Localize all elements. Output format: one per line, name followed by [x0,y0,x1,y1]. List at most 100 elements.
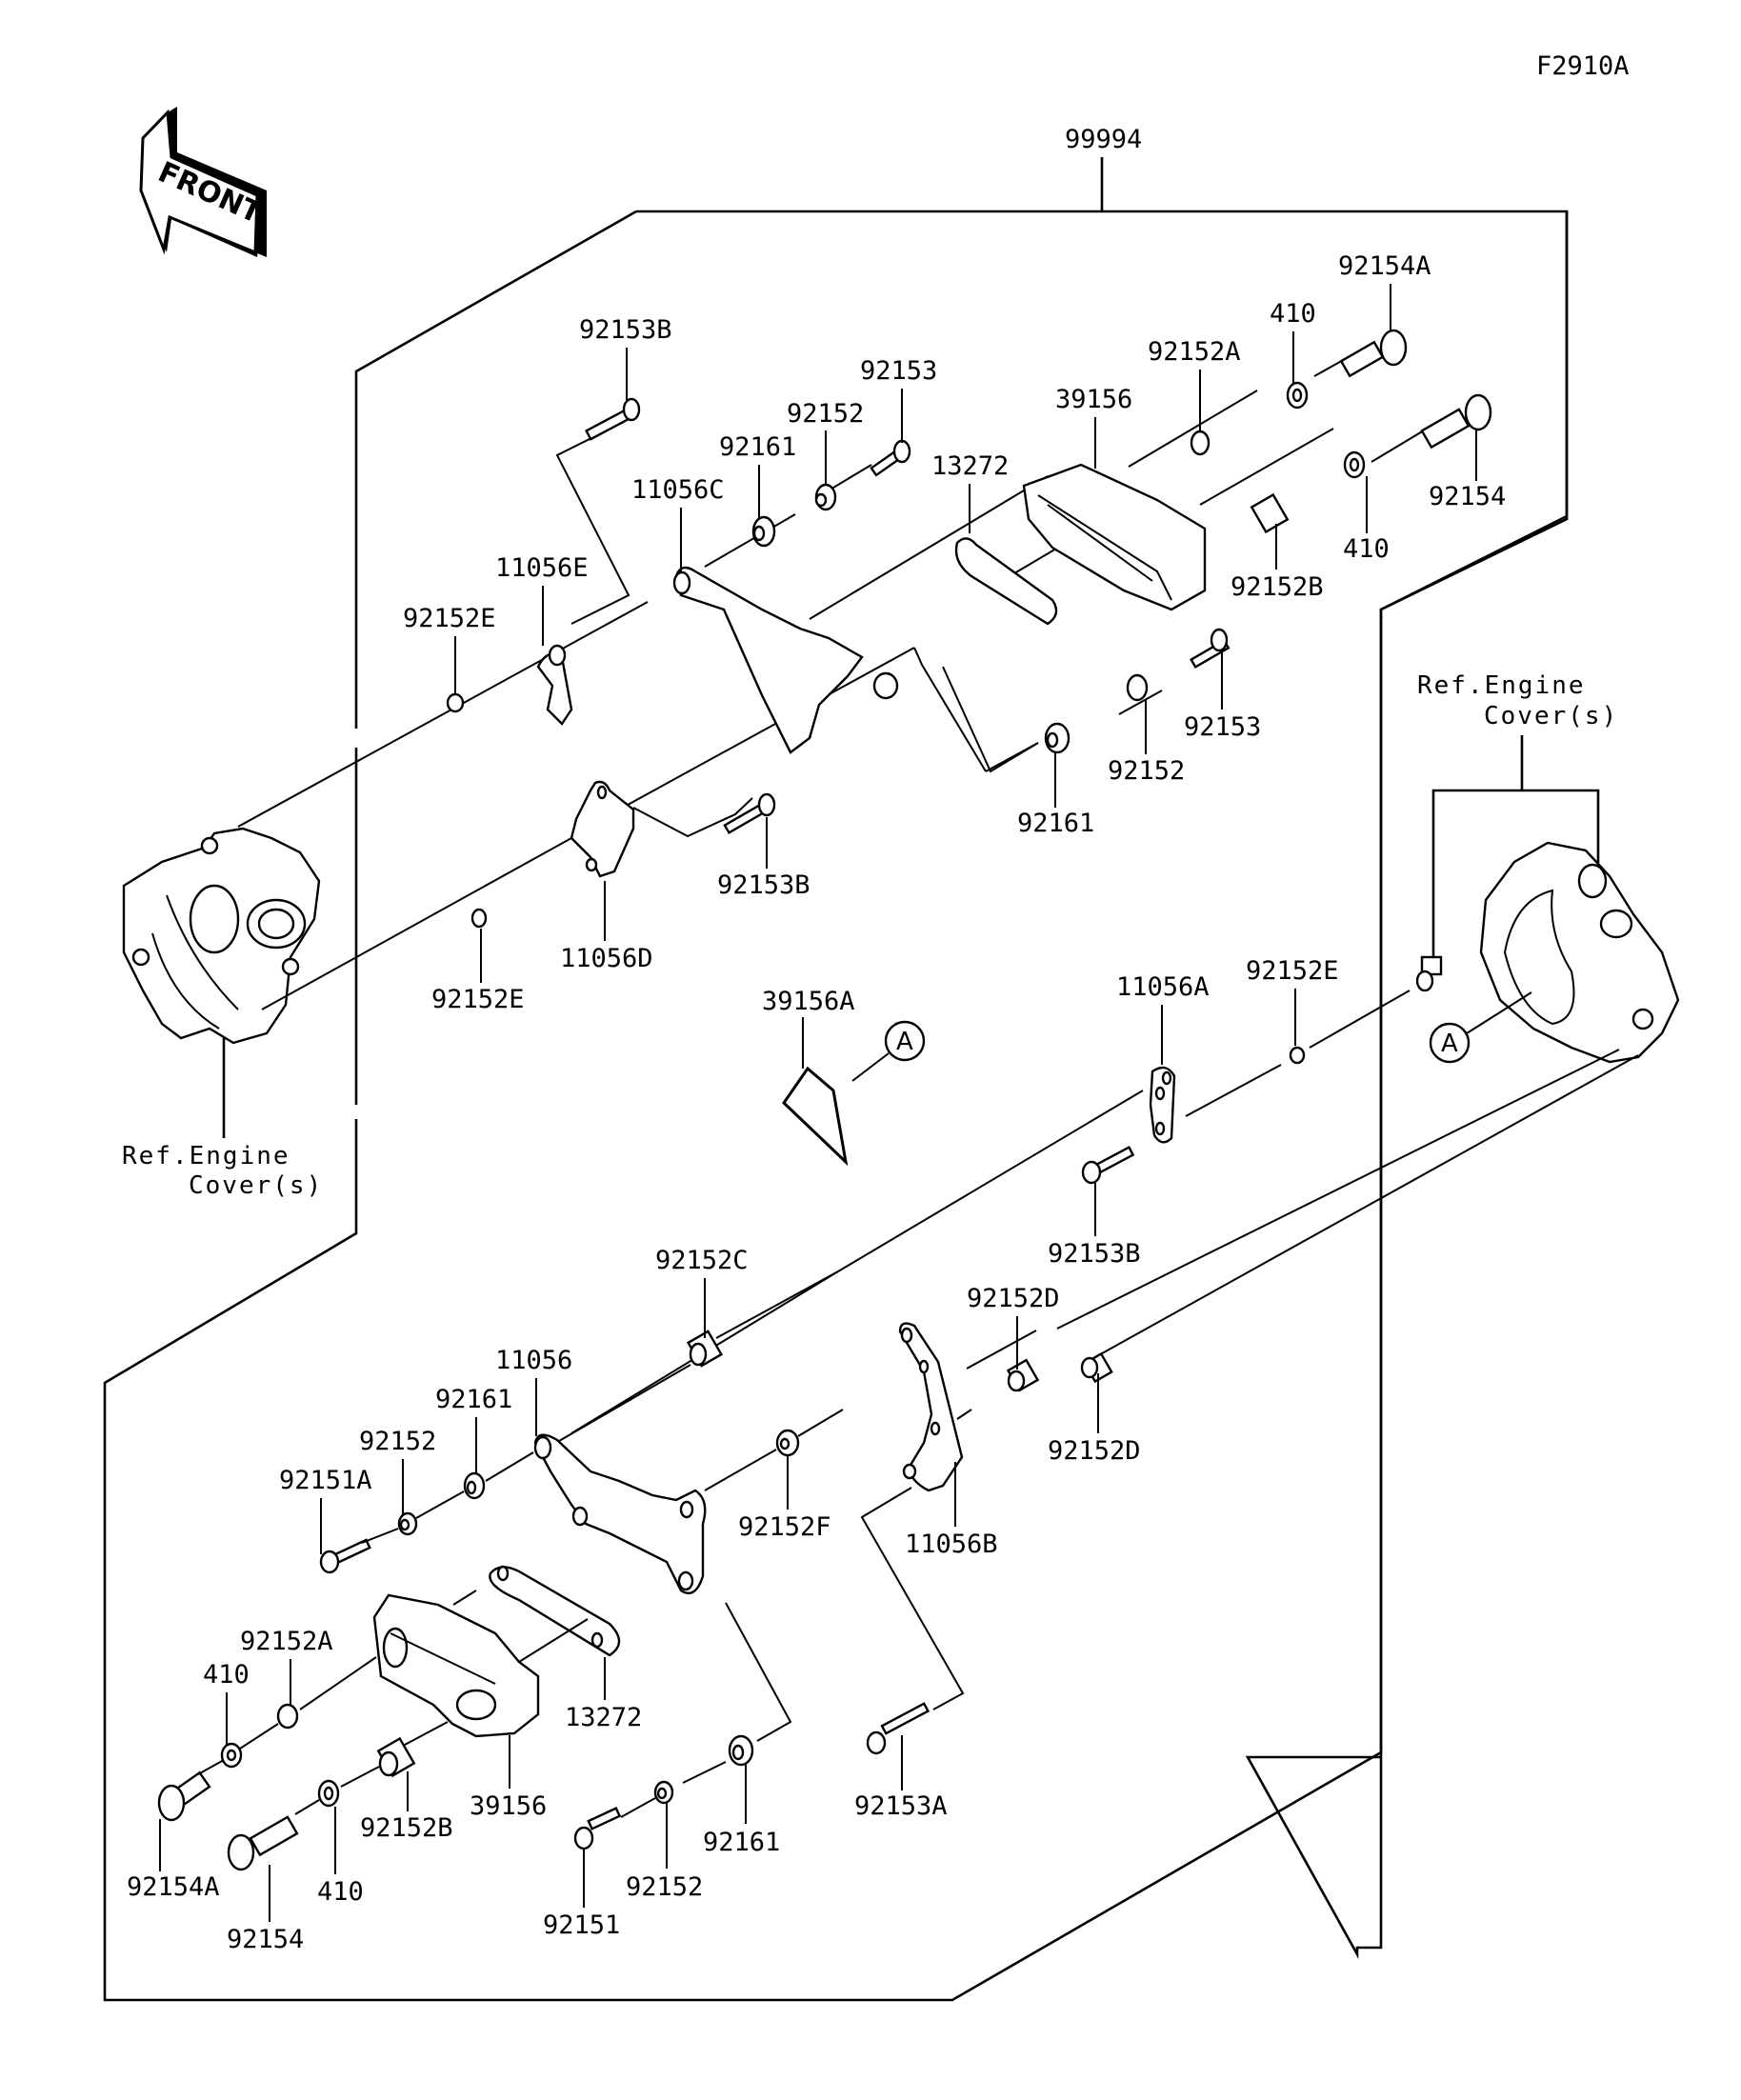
bolt-92153B-upper [584,397,641,441]
label-92152B-upper: 92152B [1231,572,1324,602]
bolt-92153-upper [870,439,911,477]
label-39156A: 39156A [762,987,855,1016]
bracket-11056C [672,566,899,754]
guide-line [361,1528,399,1544]
washer-410-upper-a [1286,381,1309,410]
label-39156-lower: 39156 [470,1791,547,1821]
guide-line [704,1449,777,1491]
label-92153-upper: 92153 [860,356,937,386]
label-92152D-b: 92152D [1048,1436,1141,1466]
washer-410-lower-a [220,1742,243,1769]
label-13272-upper: 13272 [931,451,1009,481]
bracket-11056E [536,644,573,726]
collar-92152D-b [1080,1351,1113,1384]
clip-part [1415,955,1443,992]
bolt-92153B-lower [1081,1146,1135,1185]
assembly-boundary-left [103,211,1569,2002]
label-92161-right: 92161 [1017,809,1094,838]
washer-92152E-mid [470,908,488,929]
label-92152C: 92152C [655,1246,749,1275]
grommet-92161-upper [751,515,776,548]
label-92154-lower: 92154 [227,1925,304,1954]
label-39156-upper: 39156 [1055,385,1132,414]
bolt-92153A [866,1702,931,1755]
label-92152-right: 92152 [1108,756,1185,786]
pad-39156A [782,1066,849,1167]
ref-engine-cover-left-line1: Ref.Engine [122,1142,290,1170]
collar-92152B-lower [376,1736,416,1778]
guide-line [1128,390,1258,468]
label-92161-upper: 92161 [719,432,796,462]
label-92152B-lower: 92152B [360,1813,453,1843]
reference-marker-a-right [1429,1022,1471,1064]
collar-92152D-a [1006,1358,1040,1392]
label-11056: 11056 [495,1346,572,1375]
label-11056A: 11056A [1116,972,1210,1002]
ref-engine-cover-right-line2: Cover(s) [1484,702,1618,730]
ref-cover-right-bracket [1431,789,1600,962]
guide-line [452,1590,477,1606]
ref-engine-cover-left-line2: Cover(s) [189,1171,323,1200]
collar-92152A-upper [1190,430,1211,456]
guide-line [942,666,1039,773]
guide-line [555,421,630,625]
collar-92152-upper [814,483,837,511]
leader [1466,991,1532,1034]
collar-92152B-upper [1250,492,1290,534]
label-92151: 92151 [543,1910,620,1940]
label-92152E-upper: 92152E [403,604,496,633]
guide-line [797,1409,844,1437]
guide-line [1056,1049,1620,1330]
label-92152F: 92152F [738,1512,831,1542]
bolt-92154A-lower [157,1770,211,1822]
bracket-11056D [570,780,635,878]
assembly-boundary [636,210,1569,1960]
label-92152-lower-b: 92152 [626,1872,703,1902]
collar-92152-lower-a [397,1511,418,1536]
label-11056D: 11056D [560,944,653,973]
guide-line [837,1090,1144,1272]
slider-39156-lower [372,1593,540,1738]
washer-410-lower-b [317,1779,340,1808]
bracket-11056A [1149,1066,1176,1144]
bolt-92153B-mid [723,792,776,834]
bolt-92151A [319,1538,371,1574]
bolt-92153-right [1190,628,1231,669]
guide-line [956,1409,972,1420]
collar-92152A-lower [276,1703,299,1730]
guide-line [1309,990,1411,1049]
guide-line [715,1270,839,1339]
guide-line [620,1797,656,1818]
label-92161-lower-a: 92161 [435,1385,512,1414]
plate-13272-upper [954,537,1058,626]
grommet-92161-lower-b [728,1734,754,1767]
washer-410-upper-b [1343,450,1366,479]
leader [851,1052,890,1082]
label-92154A-upper: 92154A [1338,251,1431,281]
assembly-number: 99994 [1065,125,1142,154]
reference-marker-a-mid-label: A [896,1028,913,1056]
collar-92152C [686,1330,724,1368]
label-11056E: 11056E [495,553,589,583]
label-92152E-mid: 92152E [431,985,525,1014]
label-410-upper-a: 410 [1270,299,1316,329]
collar-92152F [775,1429,800,1457]
guide-line [261,837,572,1010]
bolt-92154-upper [1420,393,1492,450]
reference-marker-a-right-label: A [1441,1030,1458,1058]
bracket-11056B [898,1322,964,1492]
guide-line [197,1759,225,1775]
guide-line [1118,690,1163,715]
collar-92152-lower-b [653,1780,674,1805]
right-engine-cover [1479,841,1680,1064]
guide-line [1185,1064,1282,1117]
left-engine-cover [122,827,321,1045]
label-92154-upper: 92154 [1429,482,1506,511]
washer-92152E-upper [446,692,465,713]
label-11056B: 11056B [905,1530,998,1559]
label-92152A-upper: 92152A [1148,337,1241,367]
guide-line [299,1656,377,1710]
plate-13272-lower [489,1565,621,1657]
label-92152A-lower: 92152A [240,1627,333,1656]
